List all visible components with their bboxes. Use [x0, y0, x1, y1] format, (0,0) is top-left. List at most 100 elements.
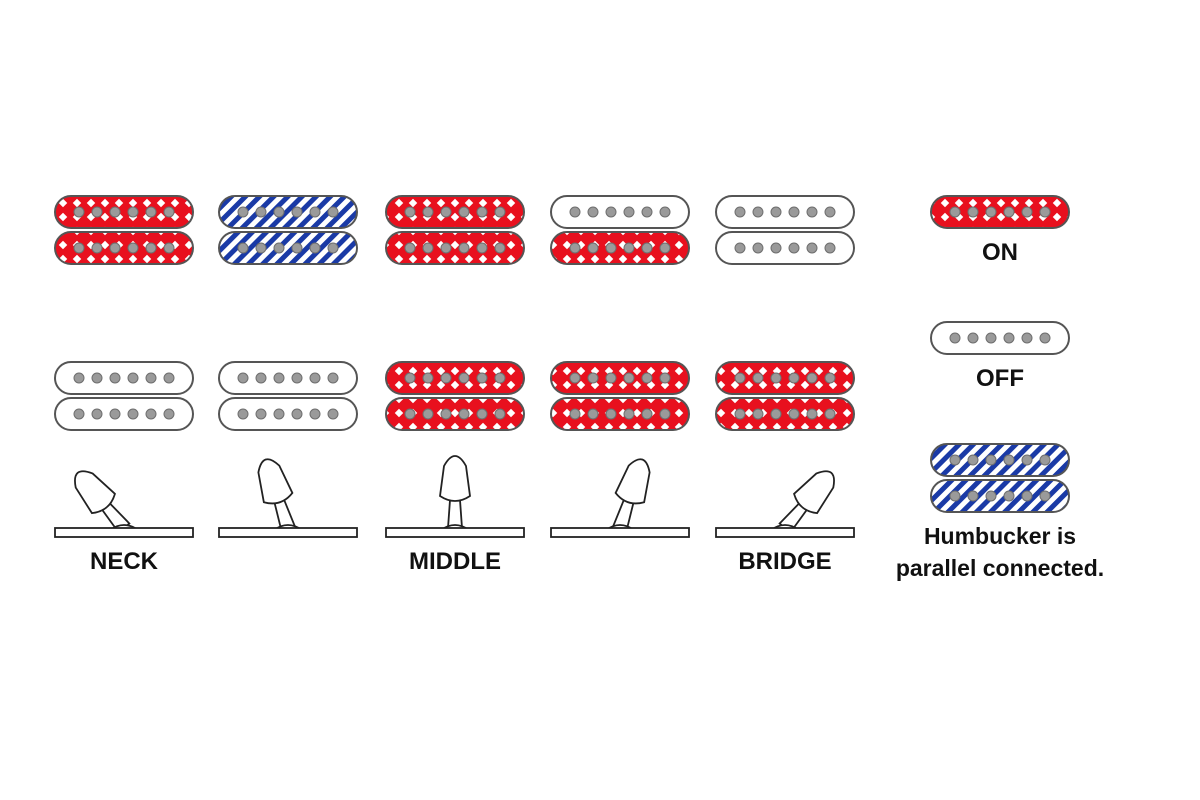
- pole-piece: [163, 206, 175, 218]
- pole-piece: [237, 242, 249, 254]
- pole-piece: [1021, 332, 1033, 344]
- pole-piece: [659, 206, 671, 218]
- pole-piece: [1003, 454, 1015, 466]
- pole-piece: [734, 372, 746, 384]
- pole-piece: [569, 372, 581, 384]
- bridge-pickup-coil-top: [715, 361, 855, 395]
- pole-piece: [788, 242, 800, 254]
- neck-pickup-coil-top: [385, 195, 525, 229]
- pole-piece: [623, 408, 635, 420]
- neck-pickup: [218, 195, 358, 265]
- pole-piece: [273, 372, 285, 384]
- pole-piece: [752, 206, 764, 218]
- pole-piece: [237, 206, 249, 218]
- legend-off-label: OFF: [976, 365, 1024, 392]
- pole-piece: [494, 372, 506, 384]
- neck-pickup-coil-bottom: [550, 231, 690, 265]
- bridge-pickup-coil-top: [218, 361, 358, 395]
- pole-piece: [127, 408, 139, 420]
- legend-parallel-humbucker: [930, 443, 1070, 513]
- pole-piece: [476, 372, 488, 384]
- pole-piece: [422, 372, 434, 384]
- pole-piece: [806, 372, 818, 384]
- pole-piece: [163, 408, 175, 420]
- pole-piece: [404, 372, 416, 384]
- pole-piece: [422, 206, 434, 218]
- pole-piece: [255, 408, 267, 420]
- toggle-lever: [257, 458, 296, 532]
- pole-piece: [476, 242, 488, 254]
- pole-piece: [1003, 332, 1015, 344]
- pole-piece: [623, 372, 635, 384]
- pole-piece: [659, 242, 671, 254]
- selector-toggle: [715, 470, 855, 538]
- pole-piece: [273, 242, 285, 254]
- pole-piece: [605, 372, 617, 384]
- legend-off-swatch: [930, 321, 1070, 355]
- switch-position-4: [550, 195, 690, 538]
- pole-piece: [145, 408, 157, 420]
- legend-on-swatch: [930, 195, 1070, 229]
- selector-toggle: [54, 470, 194, 538]
- pole-piece: [291, 408, 303, 420]
- pole-piece: [949, 332, 961, 344]
- pole-piece: [734, 242, 746, 254]
- pole-piece: [476, 206, 488, 218]
- pole-piece: [309, 408, 321, 420]
- pole-piece: [641, 206, 653, 218]
- switch-plate: [550, 527, 690, 538]
- pole-piece: [985, 206, 997, 218]
- pole-piece: [985, 490, 997, 502]
- pole-piece: [145, 206, 157, 218]
- pole-piece: [237, 372, 249, 384]
- selector-toggle: [385, 455, 525, 538]
- pole-piece: [309, 372, 321, 384]
- pole-piece: [605, 206, 617, 218]
- neck-pickup-coil-bottom: [54, 231, 194, 265]
- pole-piece: [73, 372, 85, 384]
- pole-piece: [440, 408, 452, 420]
- legend-parallel-humbucker-coil-top: [930, 443, 1070, 477]
- pole-piece: [291, 372, 303, 384]
- pole-piece: [806, 242, 818, 254]
- pole-piece: [734, 408, 746, 420]
- pole-piece: [752, 408, 764, 420]
- pole-piece: [806, 408, 818, 420]
- pole-piece: [587, 408, 599, 420]
- pole-piece: [641, 242, 653, 254]
- pole-piece: [91, 242, 103, 254]
- pole-piece: [163, 372, 175, 384]
- neck-pickup-coil-bottom: [715, 231, 855, 265]
- pole-piece: [91, 408, 103, 420]
- pole-piece: [494, 206, 506, 218]
- legend-parallel-label-line1: Humbucker is: [924, 523, 1076, 549]
- position-label: BRIDGE: [738, 548, 831, 575]
- pole-piece: [127, 206, 139, 218]
- switch-position-2: [218, 195, 358, 538]
- pole-piece: [1039, 454, 1051, 466]
- pole-piece: [967, 332, 979, 344]
- pole-piece: [824, 206, 836, 218]
- pole-piece: [949, 490, 961, 502]
- bridge-pickup-coil-top: [385, 361, 525, 395]
- pole-piece: [788, 372, 800, 384]
- pole-piece: [127, 242, 139, 254]
- pole-piece: [327, 242, 339, 254]
- pole-piece: [163, 242, 175, 254]
- pole-piece: [255, 206, 267, 218]
- pole-piece: [752, 372, 764, 384]
- pole-piece: [422, 408, 434, 420]
- legend-off-coil: [930, 321, 1070, 355]
- switch-position-1: NECK: [54, 195, 194, 575]
- pole-piece: [1003, 206, 1015, 218]
- pole-piece: [949, 206, 961, 218]
- pole-piece: [770, 206, 782, 218]
- neck-pickup-coil-top: [54, 195, 194, 229]
- pole-piece: [605, 408, 617, 420]
- pole-piece: [440, 206, 452, 218]
- bridge-pickup-coil-bottom: [218, 397, 358, 431]
- pole-piece: [587, 242, 599, 254]
- pole-piece: [569, 242, 581, 254]
- pole-piece: [641, 372, 653, 384]
- pole-piece: [824, 372, 836, 384]
